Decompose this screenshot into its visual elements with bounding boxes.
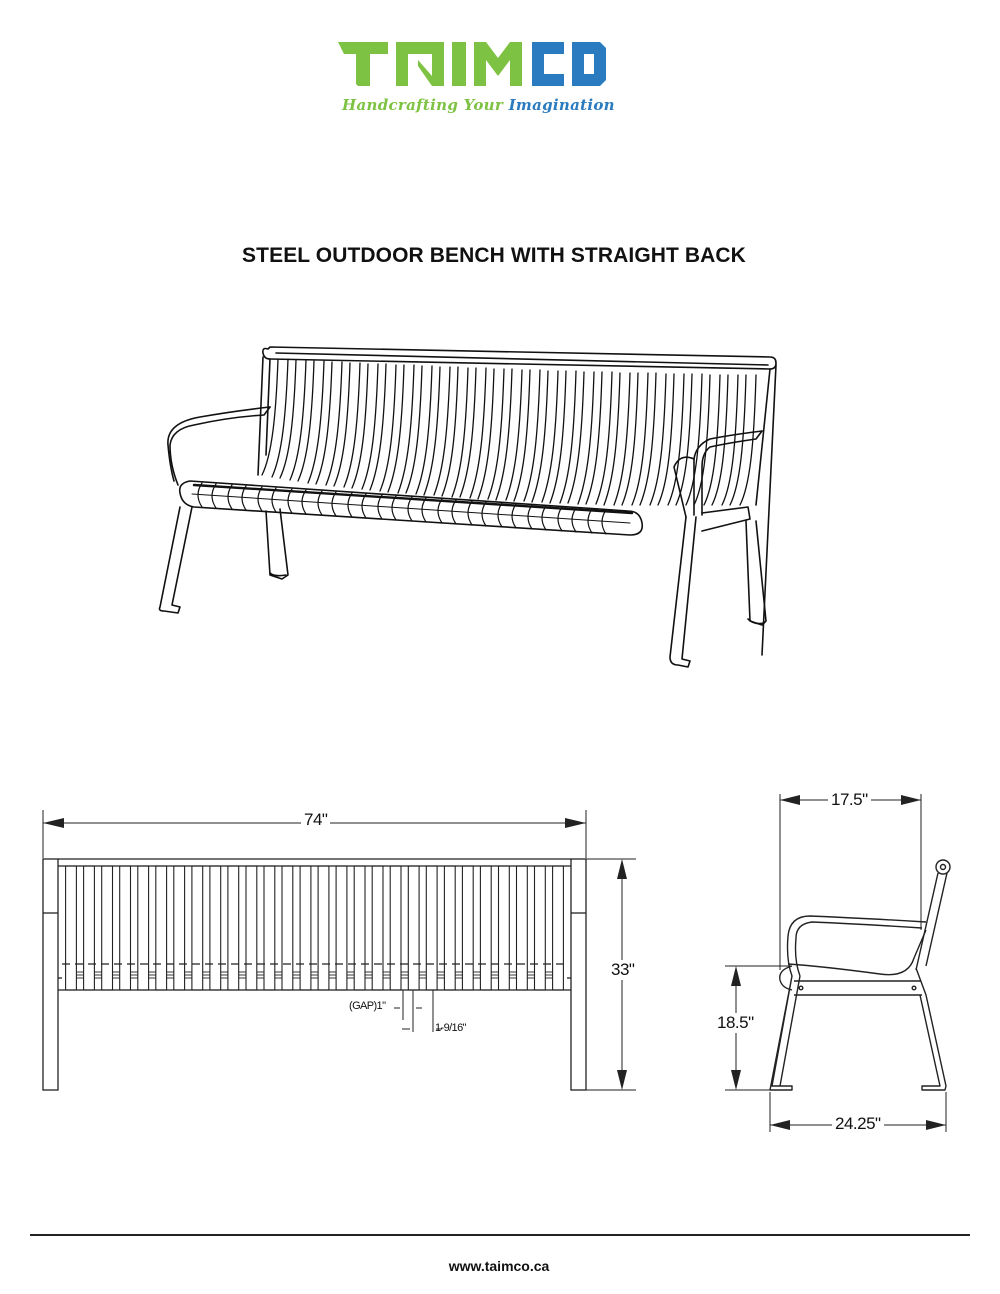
dim-slat-gap: (GAP)1" [349,1000,386,1012]
dim-seat-height: 18.5" [714,1013,757,1033]
taimco-logo: Handcrafting Your Imagination [336,36,615,126]
tagline-part2: Imagination [508,96,615,114]
footer-divider [30,1234,970,1236]
dim-overall-length: 74" [301,810,331,830]
dim-base-depth: 24.25" [832,1114,884,1134]
front-view-drawing: 74" 33" (GAP)1" 1-9/16" [30,800,650,1100]
tagline-part1: Handcrafting Your [342,96,504,114]
page-title: STEEL OUTDOOR BENCH WITH STRAIGHT BACK [242,244,746,267]
dim-slat-width: 1-9/16" [435,1022,467,1034]
side-view-drawing: 17.5" 18.5" 24.25" [700,780,980,1140]
dim-seat-depth: 17.5" [828,790,871,810]
logo-wordmark-icon [338,42,606,86]
dim-overall-height: 33" [608,960,638,980]
logo-tagline: Handcrafting Your Imagination [342,96,615,114]
front-slats [65,865,564,991]
footer-url[interactable]: www.taimco.ca [448,1258,550,1274]
bench-perspective-drawing [150,335,790,675]
